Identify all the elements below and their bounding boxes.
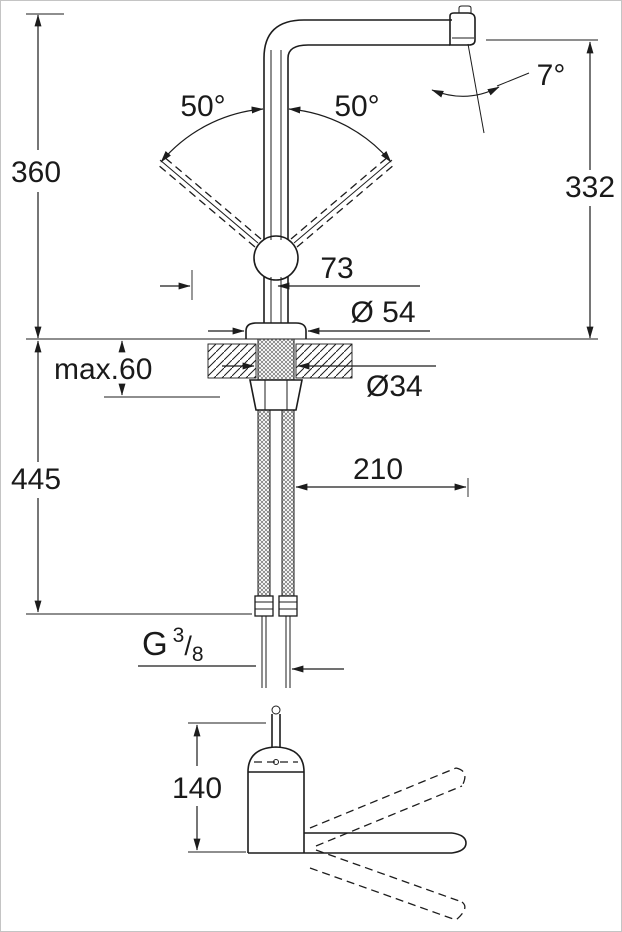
side-view — [188, 705, 467, 921]
counter-hatch-left — [207, 343, 257, 379]
swivel-up-edge-2 — [315, 785, 463, 847]
hose-fitting-right — [278, 595, 298, 617]
swivel-down-end-cap — [455, 901, 466, 921]
label-swing-right: 50° — [334, 90, 379, 123]
body-screw-dot — [273, 759, 279, 765]
arc-outlet-angle — [431, 86, 500, 98]
thread-denominator: 8 — [192, 643, 204, 666]
label-handle-offset: 73 — [320, 252, 353, 285]
hose-fitting-left — [254, 595, 274, 617]
thread-numerator: 3 — [173, 624, 185, 647]
label-base-diameter: Ø 54 — [350, 296, 415, 329]
spout-outer-edge — [263, 19, 452, 59]
thread-slash: / — [184, 631, 192, 661]
labels: 360 445 332 50° 50° 7° 73 Ø 54 max.60 Ø3… — [11, 59, 615, 805]
swivel-up-end-cap — [455, 767, 466, 787]
arc-swing-left — [160, 106, 264, 163]
handle-axis-left — [159, 159, 259, 244]
flex-hose-left — [257, 409, 271, 597]
label-swing-left: 50° — [180, 90, 225, 123]
label-shank-diameter: Ø34 — [366, 370, 423, 403]
body-dome — [247, 746, 305, 773]
label-spout-clearance-height: 140 — [172, 772, 222, 805]
handle-outline-left-2 — [156, 163, 256, 248]
stem-tip — [271, 705, 281, 715]
spout-outlet-cap — [449, 12, 476, 46]
counter-section — [207, 338, 353, 411]
handle-axis-right — [293, 159, 393, 244]
dimension-lines — [26, 13, 598, 673]
label-total-height: 360 — [11, 156, 61, 189]
label-spout-reach: 210 — [353, 453, 403, 486]
arc-swing-right — [288, 106, 392, 163]
handle-outline-left-1 — [162, 155, 262, 240]
handle-swing-lines — [156, 155, 396, 248]
thread-prefix: G — [142, 625, 168, 662]
base-flange — [245, 322, 307, 339]
label-below-counter-length: 445 — [11, 463, 61, 496]
angle-arcs — [160, 43, 530, 163]
swivel-up-edge-1 — [309, 767, 457, 829]
ball-joint — [253, 235, 299, 281]
threaded-shank — [257, 338, 295, 381]
mounting-nut — [249, 379, 303, 411]
spout-inner-edge — [287, 44, 450, 59]
handle-outline-right-1 — [290, 155, 390, 240]
spout-arm-end-cap — [451, 832, 467, 854]
label-outlet-angle: 7° — [537, 59, 566, 92]
label-spout-outlet-height: 332 — [565, 171, 615, 204]
flex-hose-right — [281, 409, 295, 597]
counter-hatch-right — [295, 343, 353, 379]
handle-outline-right-2 — [296, 163, 396, 248]
hoses — [254, 409, 298, 688]
outlet-angle-leader — [496, 72, 530, 87]
spout-top-nub — [458, 5, 472, 13]
faucet-outline — [245, 5, 476, 339]
label-max-counter-thickness: max.60 — [54, 353, 152, 386]
